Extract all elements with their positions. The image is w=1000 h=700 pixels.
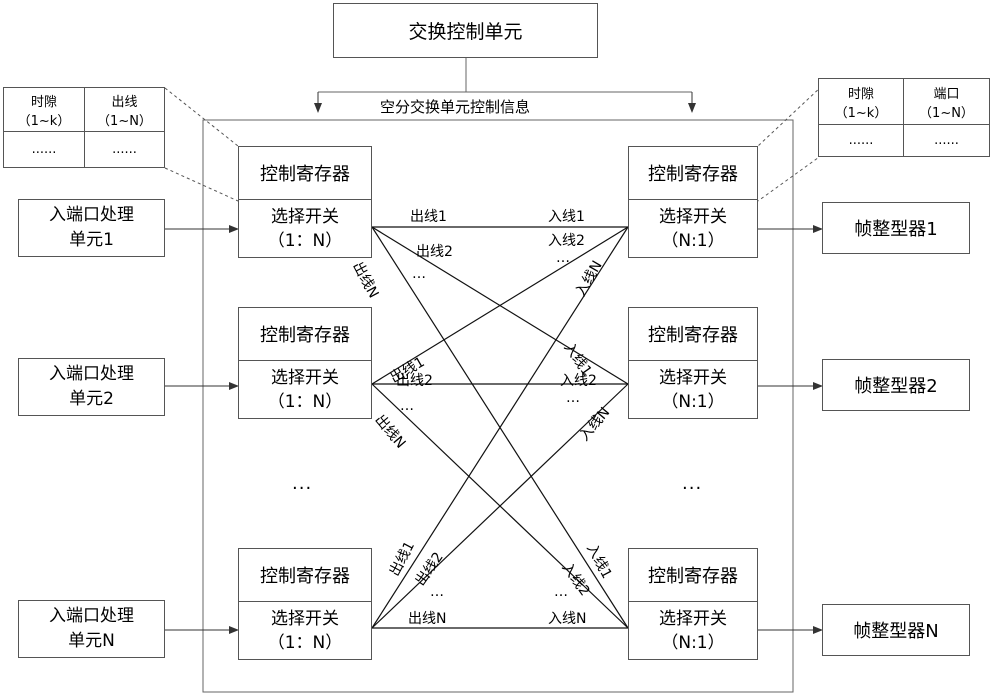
left-switch-n: 控制寄存器 选择开关 （1：N）	[238, 548, 372, 660]
selector-switch: 选择开关 （1：N）	[267, 207, 343, 251]
label-in1-r1: 入线1	[548, 209, 585, 225]
label-ellipsis-r1-right: …	[556, 250, 570, 266]
right-table-cell: ......	[818, 124, 904, 157]
selector-switch: 选择开关 （N:1）	[659, 207, 727, 251]
left-table-cell: ......	[84, 131, 165, 168]
frame-shaper-n: 帧整型器N	[822, 604, 970, 656]
control-register: 控制寄存器	[629, 147, 757, 200]
label-in2-r2: 入线2	[560, 373, 597, 389]
right-switch-2: 控制寄存器 选择开关 （N:1）	[628, 307, 758, 419]
input-port-unit-1: 入端口处理 单元1	[18, 199, 165, 257]
selector-switch: 选择开关 （N:1）	[659, 368, 727, 412]
row-ellipsis-right: ···	[682, 478, 703, 499]
control-register: 控制寄存器	[239, 549, 371, 602]
right-table-col-port: 端口 （1~N）	[903, 78, 990, 125]
label-ellipsis-rN-left: …	[430, 584, 444, 600]
space-switch-control-info: 空分交换单元控制信息	[380, 98, 531, 116]
right-switch-1: 控制寄存器 选择开关 （N:1）	[628, 146, 758, 258]
input-port-unit-2: 入端口处理 单元2	[18, 358, 165, 416]
left-switch-2: 控制寄存器 选择开关 （1：N）	[238, 307, 372, 419]
left-switch-1: 控制寄存器 选择开关 （1：N）	[238, 146, 372, 258]
input-port-unit-n: 入端口处理 单元N	[18, 600, 165, 658]
control-register: 控制寄存器	[629, 308, 757, 361]
left-table-col-outline: 出线 （1~N）	[84, 87, 165, 132]
selector-switch: 选择开关 （1：N）	[267, 368, 343, 412]
frame-shaper-1: 帧整型器1	[822, 202, 970, 254]
label-ellipsis-r2-left: …	[400, 398, 414, 414]
label-out2-r2: 出线2	[396, 373, 433, 389]
right-table-col-timeslot: 时隙 （1~k）	[818, 78, 904, 125]
control-register: 控制寄存器	[629, 549, 757, 602]
right-switch-n: 控制寄存器 选择开关 （N:1）	[628, 548, 758, 660]
control-register: 控制寄存器	[239, 308, 371, 361]
selector-switch: 选择开关 （N:1）	[659, 609, 727, 653]
label-inN-rN: 入线N	[548, 611, 587, 627]
left-timeslot-table: 时隙 （1~k） 出线 （1~N） ...... ......	[3, 87, 165, 168]
left-table-cell: ......	[3, 131, 85, 168]
switch-control-unit-label: 交换控制单元	[408, 21, 523, 43]
right-table-cell: ......	[903, 124, 990, 157]
label-out1-r1: 出线1	[410, 209, 447, 225]
label-out2-r1: 出线2	[416, 244, 453, 260]
row-ellipsis-left: ···	[292, 478, 313, 499]
label-ellipsis-rN-right: …	[554, 584, 568, 600]
label-outN-rN: 出线N	[408, 611, 447, 627]
label-ellipsis-r2-right: …	[566, 390, 580, 406]
label-in2-r1: 入线2	[548, 233, 585, 249]
selector-switch: 选择开关 （1：N）	[267, 609, 343, 653]
label-ellipsis-r1-left: …	[412, 266, 426, 282]
frame-shaper-2: 帧整型器2	[822, 359, 970, 411]
switch-control-unit: 交换控制单元	[333, 3, 598, 58]
left-table-col-timeslot: 时隙 （1~k）	[3, 87, 85, 132]
space-switch-frame	[202, 119, 794, 693]
control-register: 控制寄存器	[239, 147, 371, 200]
right-timeslot-table: 时隙 （1~k） 端口 （1~N） ...... ......	[818, 78, 990, 157]
